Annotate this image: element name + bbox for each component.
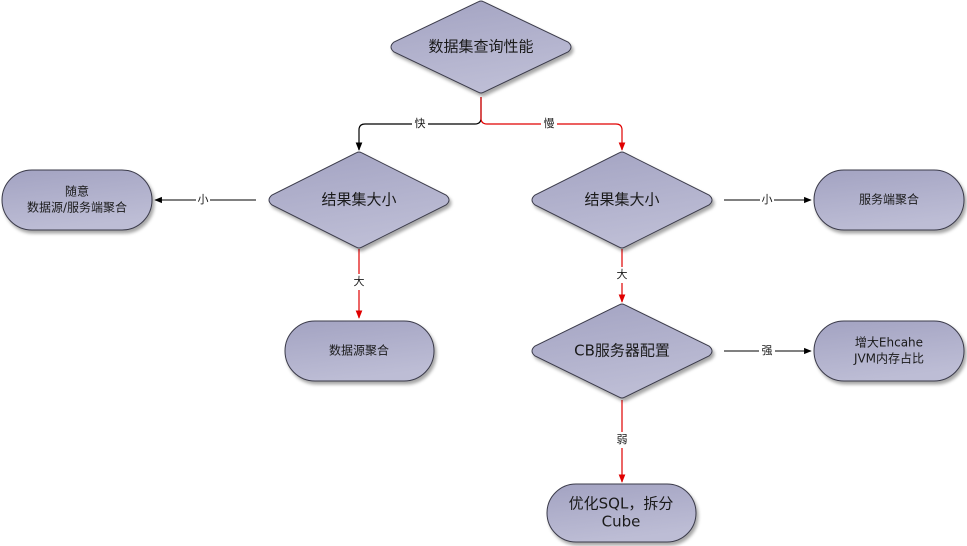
edge-left-small[interactable]: 小 [154,193,256,207]
edge-fast[interactable]: 快 [355,97,482,151]
edge-label-fast: 快 [415,117,426,130]
node-ehcache-terminal[interactable]: 增大Ehcahe JVM内存占比 [813,320,965,382]
node-cb-config-decision[interactable]: CB服务器配置 [531,303,713,399]
edge-left-big[interactable]: 大 [351,249,367,319]
edge-right-big[interactable]: 大 [614,249,630,303]
node-source-agg-label: 数据源聚合 [329,343,389,358]
node-random-agg-line2: 数据源/服务端聚合 [27,200,127,215]
edge-right-small[interactable]: 小 [724,193,812,207]
edge-label-strong: 强 [762,344,773,357]
node-ehcache-line2: JVM内存占比 [853,351,924,366]
node-optimize-line2: Cube [602,513,641,531]
node-root-label: 数据集查询性能 [428,38,533,56]
node-left-size-label: 结果集大小 [321,191,396,209]
node-optimize-line1: 优化SQL，拆分 [569,495,674,513]
node-left-size-decision[interactable]: 结果集大小 [268,151,450,249]
node-server-agg-label: 服务端聚合 [859,192,919,207]
edge-strong[interactable]: 强 [724,344,812,358]
node-right-size-label: 结果集大小 [584,191,659,209]
edge-label-left-small: 小 [198,193,209,206]
node-random-agg-line1: 随意 [65,184,89,199]
node-random-agg-terminal[interactable]: 随意 数据源/服务端聚合 [1,169,153,231]
node-cb-config-label: CB服务器配置 [574,342,670,360]
node-root-decision[interactable]: 数据集查询性能 [390,0,572,94]
node-server-agg-terminal[interactable]: 服务端聚合 [813,169,965,231]
edge-slow[interactable]: 慢 [480,97,626,151]
node-ehcache-line1: 增大Ehcahe [855,336,923,350]
edge-label-right-small: 小 [762,193,773,206]
edge-label-right-big: 大 [617,267,628,281]
node-optimize-terminal[interactable]: 优化SQL，拆分 Cube [546,483,697,543]
edge-label-weak: 弱 [617,433,628,446]
node-source-agg-terminal[interactable]: 数据源聚合 [284,320,435,382]
edge-label-left-big: 大 [354,274,365,288]
edge-label-slow: 慢 [544,117,555,130]
edge-weak[interactable]: 弱 [614,400,630,483]
node-right-size-decision[interactable]: 结果集大小 [531,151,713,249]
